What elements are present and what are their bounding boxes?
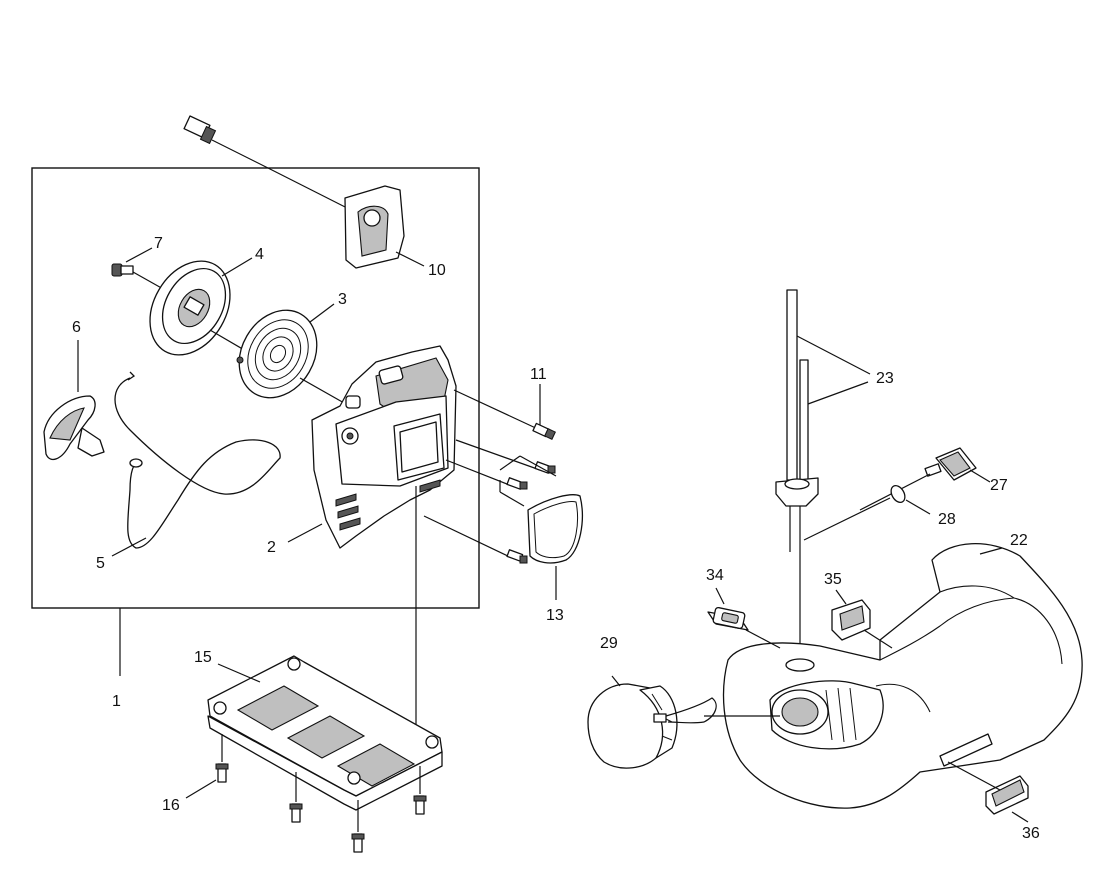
label-part-4: 4 [255,246,264,263]
label-part-15: 15 [194,649,212,666]
label-part-6: 6 [72,319,81,336]
label-part-5: 5 [96,555,105,572]
part-27-fuel-filter [859,447,991,511]
label-part-7: 7 [154,235,163,252]
label-part-11: 11 [530,366,547,383]
part-29-fuel-cap [587,675,780,769]
part-4-rope-pulley [149,257,259,359]
part-22-fuel-tank [722,543,1083,809]
label-part-3: 3 [338,291,347,308]
label-part-29: 29 [600,635,618,652]
part-16-screws [185,734,427,853]
label-part-34: 34 [706,567,724,584]
part-number-labels: 1 2 3 4 5 6 7 10 11 13 15 16 22 23 27 28… [72,235,1040,842]
part-3-recoil-spring [236,303,361,413]
recoil-starter-assembly-frame [31,167,480,676]
label-part-35: 35 [824,571,842,588]
label-part-36: 36 [1022,825,1040,842]
part-10-cover [344,185,425,269]
part-2-starter-case [287,345,457,549]
part-13-label-plate [527,494,583,600]
top-bolt-part [183,115,356,213]
label-part-1: 1 [112,693,121,710]
label-part-22: 22 [1010,532,1028,549]
part-6-starter-handle [43,340,105,461]
part-5-starter-rope [111,371,281,557]
label-part-28: 28 [938,511,956,528]
label-part-23: 23 [876,370,894,387]
part-36-pad [947,761,1029,823]
part-7-bolt [111,247,166,291]
label-part-16: 16 [162,797,180,814]
label-part-10: 10 [428,262,446,279]
label-part-2: 2 [267,539,276,556]
label-part-27: 27 [990,477,1008,494]
part-11-bolts [423,384,557,564]
part-15-base-plate [207,655,443,811]
part-28-clip [803,484,931,541]
part-23-fuel-pipes [775,289,871,660]
part-34-grommet [707,587,781,649]
part-35-grommet [831,589,893,649]
label-part-13: 13 [546,607,564,624]
